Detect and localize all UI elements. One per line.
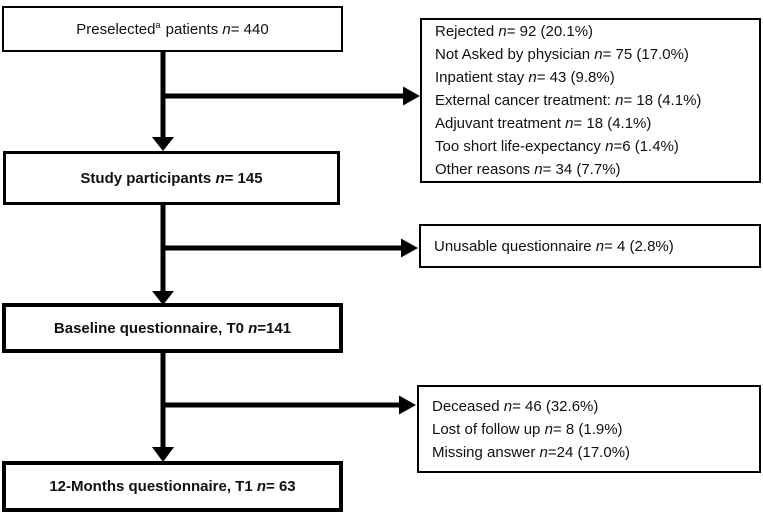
reason-line: Rejected n= 92 (20.1%) bbox=[435, 20, 593, 43]
box-baseline-label: Baseline questionnaire, T0 n=141 bbox=[54, 320, 291, 337]
arrowhead-down-participants bbox=[152, 137, 174, 151]
box-dropout-reasons: Deceased n= 46 (32.6%) Lost of follow up… bbox=[417, 385, 761, 473]
reason-line: Other reasons n= 34 (7.7%) bbox=[435, 158, 621, 181]
label-text: Not Asked by physician bbox=[435, 46, 595, 63]
reason-line: External cancer treatment: n= 18 (4.1%) bbox=[435, 89, 701, 112]
italic-n: n bbox=[595, 237, 605, 255]
label-value: = 92 (20.1%) bbox=[506, 23, 594, 40]
italic-n: n bbox=[565, 115, 574, 132]
box-study-participants: Study participants n= 145 bbox=[3, 151, 340, 205]
italic-n: n bbox=[605, 138, 614, 155]
italic-n: n bbox=[615, 92, 624, 109]
reason-line: Not Asked by physician n= 75 (17.0%) bbox=[435, 43, 689, 66]
label-value: =141 bbox=[257, 319, 292, 337]
label-value: = 34 (7.7%) bbox=[542, 161, 621, 178]
label-value: = 75 (17.0%) bbox=[602, 46, 689, 63]
label-text: Lost of follow up bbox=[432, 420, 545, 438]
label-value: = 145 bbox=[224, 169, 263, 187]
reason-line: Unusable questionnaire n= 4 (2.8%) bbox=[434, 235, 674, 258]
label-text: Study participants bbox=[80, 169, 216, 187]
italic-n: n bbox=[215, 169, 225, 187]
box-preselected-patients: Preselecteda patients n= 440 bbox=[2, 6, 343, 52]
label-text: Other reasons bbox=[435, 161, 535, 178]
label-value: = 43 (9.8%) bbox=[536, 69, 615, 86]
box-12months-label: 12-Months questionnaire, T1 n= 63 bbox=[49, 478, 295, 495]
label-text: Deceased bbox=[432, 397, 504, 415]
italic-n: n bbox=[248, 319, 258, 337]
italic-n: n bbox=[544, 420, 553, 438]
footnote-marker: a bbox=[155, 19, 161, 30]
arrowhead-down-12months bbox=[152, 447, 174, 462]
label-value: = 18 (4.1%) bbox=[623, 92, 702, 109]
italic-n: n bbox=[539, 443, 548, 461]
label-text: Rejected bbox=[435, 23, 499, 40]
italic-n: n bbox=[503, 397, 513, 415]
label-value: = 46 (32.6%) bbox=[512, 397, 599, 415]
arrowhead-right-deceased bbox=[399, 395, 416, 415]
label-value: = 4 (2.8%) bbox=[604, 237, 674, 255]
label-value: = 440 bbox=[230, 20, 269, 38]
box-baseline-questionnaire: Baseline questionnaire, T0 n=141 bbox=[2, 303, 343, 353]
reason-line: Lost of follow up n= 8 (1.9%) bbox=[432, 418, 623, 441]
arrowhead-right-rejected bbox=[403, 86, 420, 106]
label-value: = 18 (4.1%) bbox=[573, 115, 652, 132]
italic-n: n bbox=[222, 20, 231, 38]
label-text: Unusable questionnaire bbox=[434, 237, 596, 255]
box-study-participants-label: Study participants n= 145 bbox=[80, 170, 262, 187]
reason-line: Adjuvant treatment n= 18 (4.1%) bbox=[435, 112, 651, 135]
label-text: Preselected bbox=[76, 20, 156, 38]
box-unusable-questionnaire: Unusable questionnaire n= 4 (2.8%) bbox=[419, 224, 761, 268]
label-value: =24 (17.0%) bbox=[547, 443, 631, 461]
label-text: patients bbox=[161, 20, 223, 38]
reason-line: Too short life-expectancy n=6 (1.4%) bbox=[435, 135, 679, 158]
label-text: Adjuvant treatment bbox=[435, 115, 566, 132]
box-12months-questionnaire: 12-Months questionnaire, T1 n= 63 bbox=[2, 461, 343, 512]
label-text: Baseline questionnaire, T0 bbox=[53, 319, 249, 337]
label-value: =6 (1.4%) bbox=[613, 138, 679, 155]
arrowhead-right-unusable bbox=[401, 238, 418, 258]
reason-line: Deceased n= 46 (32.6%) bbox=[432, 395, 598, 418]
reason-line: Inpatient stay n= 43 (9.8%) bbox=[435, 66, 615, 89]
italic-n: n bbox=[534, 161, 543, 178]
box-preselected-label: Preselecteda patients n= 440 bbox=[76, 19, 269, 38]
label-text: Inpatient stay bbox=[435, 69, 529, 86]
label-value: = 63 bbox=[266, 478, 296, 495]
italic-n: n bbox=[528, 69, 537, 86]
reason-line: Missing answer n=24 (17.0%) bbox=[432, 441, 630, 464]
label-text: External cancer treatment: bbox=[435, 92, 616, 109]
label-value: = 8 (1.9%) bbox=[552, 420, 623, 438]
italic-n: n bbox=[498, 23, 507, 40]
box-rejection-reasons: Rejected n= 92 (20.1%) Not Asked by phys… bbox=[420, 18, 761, 183]
label-text: 12-Months questionnaire, T1 bbox=[49, 478, 257, 495]
italic-n: n bbox=[256, 478, 267, 495]
italic-n: n bbox=[594, 46, 603, 63]
label-text: Too short life-expectancy bbox=[435, 138, 606, 155]
label-text: Missing answer bbox=[432, 443, 540, 461]
